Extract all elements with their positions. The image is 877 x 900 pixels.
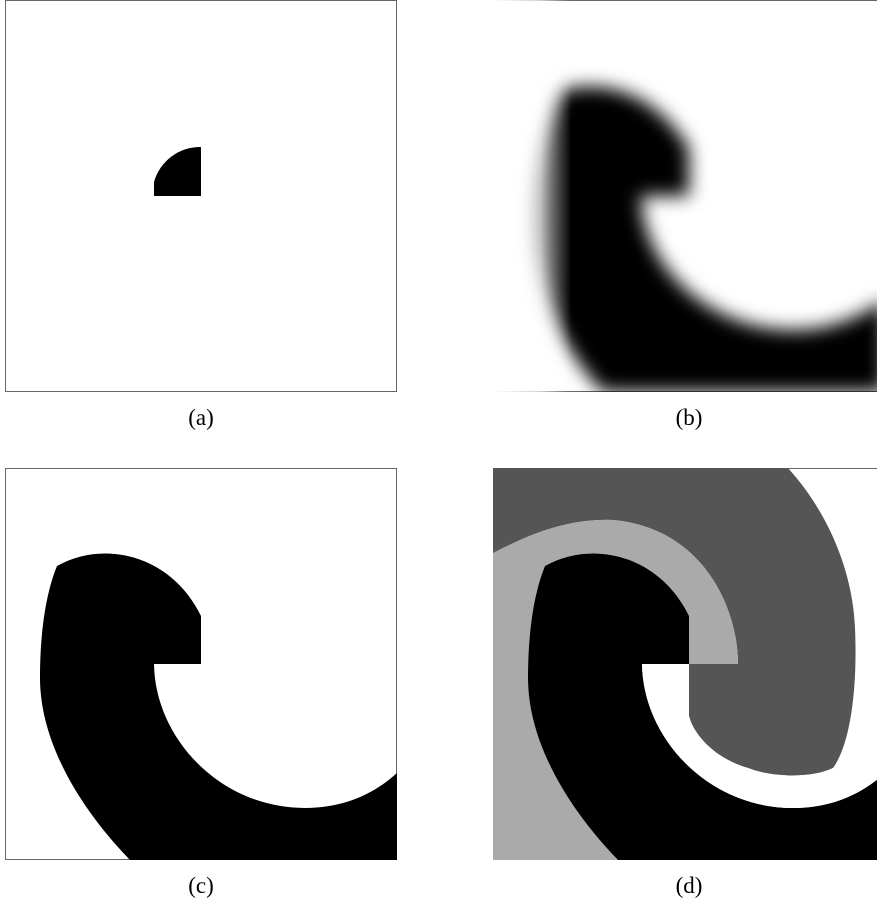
panel-d-white-gap bbox=[642, 664, 877, 808]
panel-c-caption: (c) bbox=[188, 873, 214, 898]
panel-d-svg bbox=[493, 468, 877, 860]
panel-d-caption: (d) bbox=[675, 873, 703, 898]
panel-c-image bbox=[5, 468, 397, 860]
panel-a-seed-shape bbox=[154, 146, 201, 196]
panel-b-image bbox=[493, 0, 877, 392]
panel-d-dark-gray-region bbox=[493, 468, 856, 776]
panel-b-left-fade bbox=[493, 0, 877, 392]
panel-c-svg bbox=[5, 468, 397, 860]
panel-b-svg bbox=[493, 0, 877, 392]
panel-c-spiral-shape bbox=[40, 553, 397, 860]
panel-a-caption: (a) bbox=[188, 405, 214, 430]
panel-d-light-gray-band bbox=[493, 519, 738, 860]
panel-b-caption: (b) bbox=[675, 405, 703, 430]
panel-d-black-spiral bbox=[528, 553, 877, 860]
panel-a-svg bbox=[5, 0, 397, 392]
panel-d-image bbox=[493, 468, 877, 860]
panel-a-image bbox=[5, 0, 397, 392]
